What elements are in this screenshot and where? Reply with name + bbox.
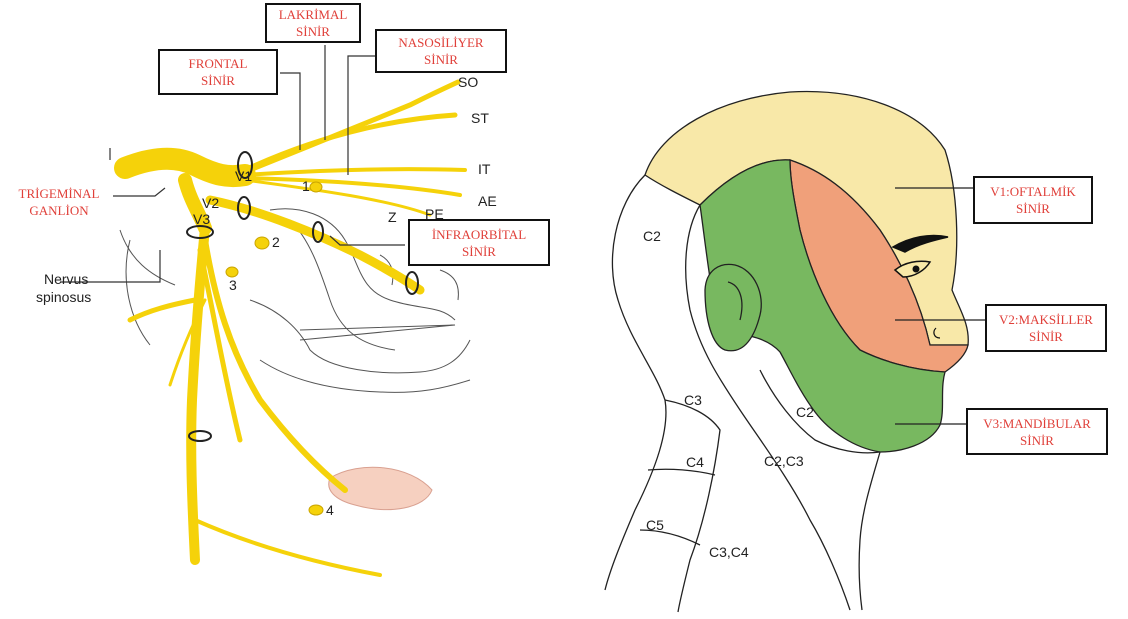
callout-lakrimal-line1: LAKRİMAL bbox=[267, 6, 359, 23]
ear-shape bbox=[705, 264, 761, 350]
callout-lakrimal-line2: SİNİR bbox=[267, 23, 359, 40]
callout-trigeminal: TRİGEMİNAL GANLİON bbox=[4, 176, 114, 228]
label-c4: C4 bbox=[686, 454, 704, 470]
label-spinosus: spinosus bbox=[36, 289, 91, 305]
label-c2c3: C2,C3 bbox=[764, 453, 804, 469]
label-ganglion-4: 4 bbox=[326, 502, 334, 518]
label-st: ST bbox=[471, 110, 489, 126]
callout-v3-line1: V3:MANDİBULAR bbox=[968, 415, 1106, 432]
callout-v2-line2: SİNİR bbox=[987, 328, 1105, 345]
branch-rings bbox=[187, 152, 418, 441]
callout-infraorbital-line2: SİNİR bbox=[410, 243, 548, 260]
label-it: IT bbox=[478, 161, 491, 177]
label-nervus: Nervus bbox=[44, 271, 88, 287]
callout-nasosiliyer: NASOSİLİYER SİNİR bbox=[375, 29, 507, 73]
callout-v3: V3:MANDİBULAR SİNİR bbox=[966, 408, 1108, 455]
label-c2-front: C2 bbox=[796, 404, 814, 420]
callout-frontal-line1: FRONTAL bbox=[160, 55, 276, 72]
label-ganglion-3: 3 bbox=[229, 277, 237, 293]
label-c3c4: C3,C4 bbox=[709, 544, 749, 560]
label-c5: C5 bbox=[646, 517, 664, 533]
label-c3: C3 bbox=[684, 392, 702, 408]
callout-frontal: FRONTAL SİNİR bbox=[158, 49, 278, 95]
callout-lakrimal: LAKRİMAL SİNİR bbox=[265, 3, 361, 43]
callout-v1: V1:OFTALMİK SİNİR bbox=[973, 176, 1093, 224]
label-v1: V1 bbox=[235, 168, 252, 184]
callout-nasosiliyer-line2: SİNİR bbox=[377, 51, 505, 68]
callout-trigeminal-line1: TRİGEMİNAL bbox=[4, 185, 114, 202]
label-v2: V2 bbox=[202, 195, 219, 211]
label-ganglion-1: 1 bbox=[302, 178, 310, 194]
callout-nasosiliyer-line1: NASOSİLİYER bbox=[377, 34, 505, 51]
head-dermatomes bbox=[605, 92, 968, 612]
callout-trigeminal-line2: GANLİON bbox=[4, 202, 114, 219]
label-ganglion-2: 2 bbox=[272, 234, 280, 250]
label-c2-back: C2 bbox=[643, 228, 661, 244]
callout-v2: V2:MAKSİLLER SİNİR bbox=[985, 304, 1107, 352]
callout-frontal-line2: SİNİR bbox=[160, 72, 276, 89]
label-v3: V3 bbox=[193, 211, 210, 227]
callout-infraorbital-line1: İNFRAORBİTAL bbox=[410, 226, 548, 243]
callout-v1-line2: SİNİR bbox=[975, 200, 1091, 217]
callout-v1-line1: V1:OFTALMİK bbox=[975, 183, 1091, 200]
label-ae: AE bbox=[478, 193, 497, 209]
callout-v2-line1: V2:MAKSİLLER bbox=[987, 311, 1105, 328]
callout-infraorbital: İNFRAORBİTAL SİNİR bbox=[408, 219, 550, 266]
callout-v3-line2: SİNİR bbox=[968, 432, 1106, 449]
label-z: Z bbox=[388, 209, 397, 225]
label-so: SO bbox=[458, 74, 478, 90]
